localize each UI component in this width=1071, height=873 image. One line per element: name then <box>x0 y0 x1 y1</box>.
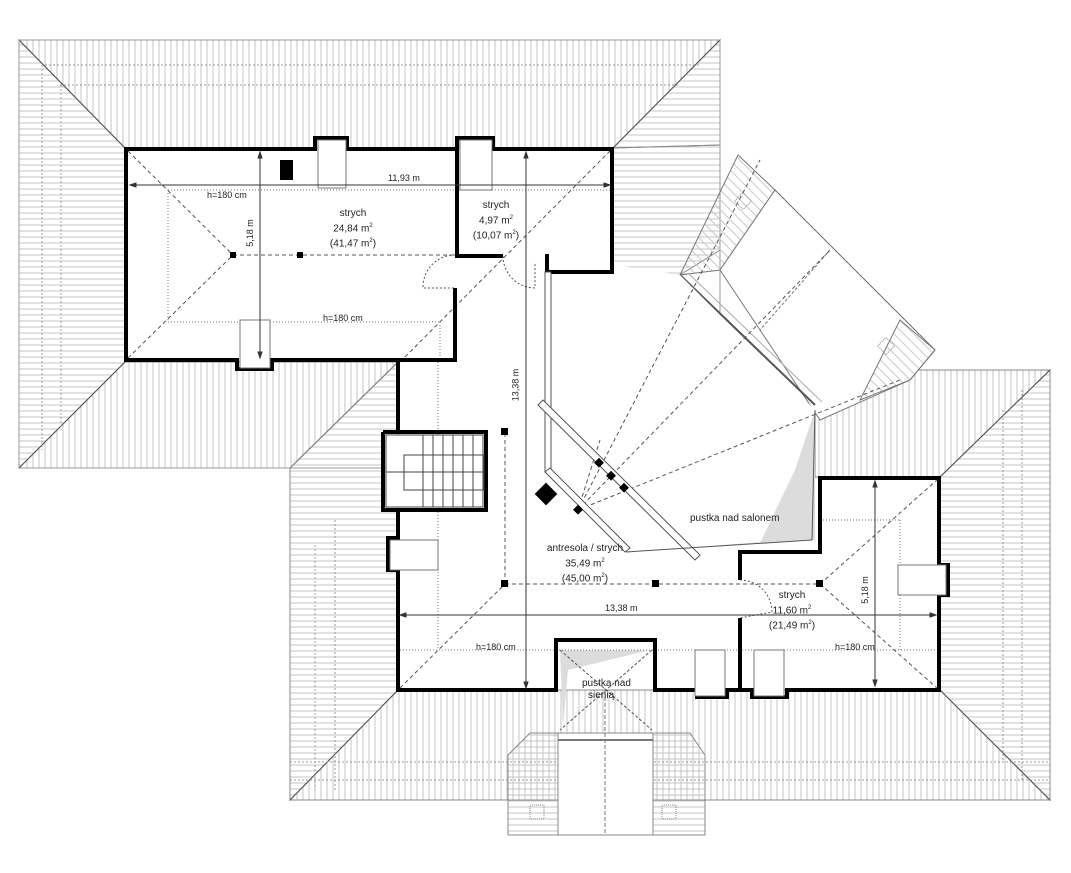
room-label-strych-small: strych 4,97 m2 (10,07 m2) <box>466 200 526 243</box>
room-name: strych <box>339 208 367 219</box>
room-name: antresola / strych <box>546 543 624 554</box>
room-area: 24,84 m2 <box>333 223 373 235</box>
roof-diagonal-wing <box>679 154 936 421</box>
room-label-antresola: antresola / strych 35,49 m2 (45,00 m2) <box>535 543 635 586</box>
columns <box>230 252 823 587</box>
height-mark-left-top: h=180 cm <box>207 190 247 200</box>
dim-right-depth: 5,18 m <box>859 576 870 604</box>
dimension-lines <box>128 150 938 690</box>
void-over-hall <box>559 649 653 731</box>
void-label-salon: pustka nad salonem <box>690 513 780 524</box>
void-label-hall-line1: pustka nad <box>582 678 631 689</box>
dim-left-width: 11,93 m <box>388 173 420 183</box>
room-area: 11,60 m2 <box>772 605 812 617</box>
staircase <box>385 434 485 508</box>
room-area-total: (21,49 m2) <box>768 620 816 632</box>
chimney-left <box>280 160 293 180</box>
void-label-hall-line2: sienią <box>588 690 615 701</box>
void-over-salon <box>626 410 815 552</box>
gallery-railings <box>537 271 816 561</box>
dim-center-horizontal: 13,38 m <box>605 603 638 613</box>
roof-windows <box>239 139 947 697</box>
chimney-center <box>534 482 558 506</box>
room-area-total: (41,47 m2) <box>329 238 377 250</box>
height-mark-right-bottom: h=180 cm <box>835 642 875 652</box>
room-area: 35,49 m2 <box>565 558 605 570</box>
dim-left-depth: 5,18 m <box>244 219 255 247</box>
walls <box>124 136 950 699</box>
room-area-total: (10,07 m2) <box>472 230 520 242</box>
room-name: strych <box>778 590 806 601</box>
room-label-strych-left: strych 24,84 m2 (41,47 m2) <box>318 208 388 251</box>
roof-dormer-front <box>507 655 706 836</box>
doors <box>422 254 773 619</box>
dim-center-vertical: 13,38 m <box>510 368 521 402</box>
height-mark-left-bottom: h=180 cm <box>323 313 363 323</box>
height-mark-center-bottom: h=180 cm <box>476 642 516 652</box>
room-area: 4,97 m2 <box>479 215 513 227</box>
room-area-total: (45,00 m2) <box>561 573 609 585</box>
room-name: strych <box>482 200 510 211</box>
hip-lines <box>127 150 938 689</box>
room-label-strych-right: strych 11,60 m2 (21,49 m2) <box>762 590 822 633</box>
